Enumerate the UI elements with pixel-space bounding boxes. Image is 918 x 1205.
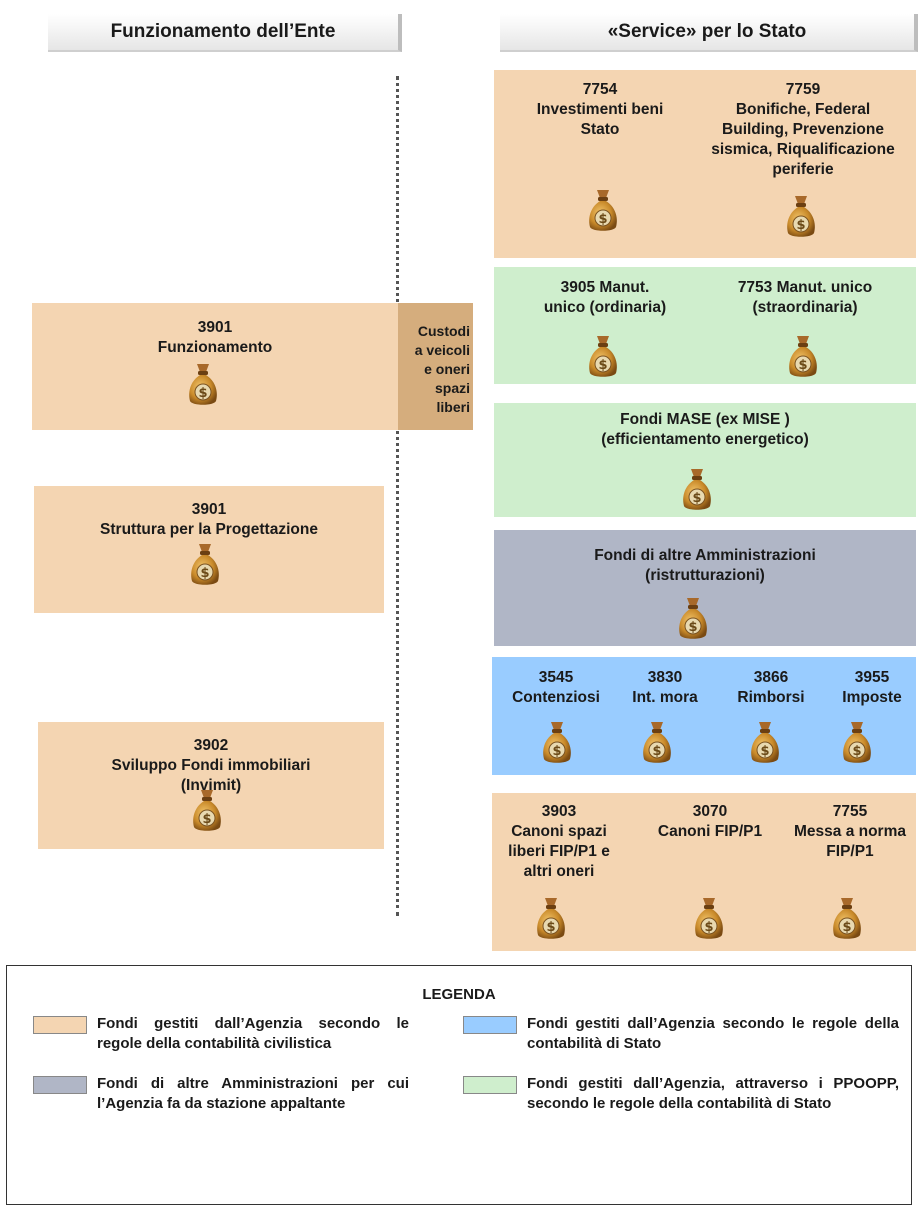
label-3901-progettazione: 3901 Struttura per la Progettazione: [100, 501, 318, 538]
legend-swatch-civilistica: [33, 1016, 87, 1034]
money-bag-icon: $: [680, 465, 714, 513]
svg-text:$: $: [202, 812, 211, 827]
money-bag-icon: $: [784, 192, 818, 240]
box-3901-progettazione: [34, 486, 384, 613]
legend-title: LEGENDA: [422, 986, 496, 1003]
header-funzionamento: Funzionamento dell’Ente: [48, 14, 402, 52]
svg-text:$: $: [692, 491, 701, 506]
label-altre: Fondi di altre Amministrazioni (ristrutt…: [594, 547, 816, 584]
svg-text:$: $: [198, 386, 207, 401]
money-bag-icon: $: [188, 540, 222, 588]
label-3866: 3866 Rimborsi: [737, 669, 805, 706]
label-3070: 3070 Canoni FIP/P1: [657, 803, 763, 840]
svg-text:$: $: [842, 920, 851, 935]
label-custodi: Custodi a veicoli e oneri spazi liberi: [414, 323, 470, 415]
label-3903: 3903 Canoni spazi liberi FIP/P1 e altri …: [508, 803, 610, 880]
label-3901-funzionamento: 3901 Funzionamento: [157, 319, 273, 356]
label-7753: 7753 Manut. unico (straordinaria): [737, 279, 873, 316]
label-3905: 3905 Manut. unico (ordinaria): [543, 279, 667, 316]
svg-text:$: $: [704, 920, 713, 935]
svg-text:$: $: [760, 744, 769, 759]
money-bag-icon: $: [540, 718, 574, 766]
box-custodi: [398, 303, 473, 430]
legend-text-stato: Fondi gestiti dall’Agenzia secondo le re…: [527, 1015, 899, 1052]
money-bag-icon: $: [640, 718, 674, 766]
label-7759: 7759 Bonifiche, Federal Building, Preven…: [711, 81, 895, 178]
svg-text:$: $: [546, 920, 555, 935]
header-service: «Service» per lo Stato: [500, 14, 918, 52]
box-3905-7753: [494, 267, 916, 384]
box-7754-7759: [494, 70, 916, 258]
svg-text:$: $: [652, 744, 661, 759]
divider-line: [396, 76, 399, 916]
svg-text:$: $: [200, 566, 209, 581]
svg-text:$: $: [688, 620, 697, 635]
legend-swatch-stato: [463, 1016, 517, 1034]
header-left-label: Funzionamento dell’Ente: [110, 21, 336, 42]
legend-text-altre-amministrazioni: Fondi di altre Amministrazioni per cui l…: [97, 1075, 409, 1112]
label-3830: 3830 Int. mora: [632, 669, 698, 706]
header-right-label: «Service» per lo Stato: [607, 21, 807, 42]
money-bag-icon: $: [830, 894, 864, 942]
svg-text:$: $: [852, 744, 861, 759]
money-bag-icon: $: [586, 332, 620, 380]
label-7755: 7755 Messa a norma FIP/P1: [794, 803, 906, 860]
legend-text-ppoopp: Fondi gestiti dall’Agenzia, attraverso i…: [527, 1075, 899, 1112]
money-bag-icon: $: [676, 594, 710, 642]
money-bag-icon: $: [692, 894, 726, 942]
label-3955: 3955 Imposte: [842, 669, 902, 706]
label-3545: 3545 Contenziosi: [512, 669, 600, 706]
label-mase: Fondi MASE (ex MISE ) (efficientamento e…: [601, 411, 809, 448]
svg-text:$: $: [552, 744, 561, 759]
box-3901-funzionamento: [32, 303, 398, 430]
money-bag-icon: $: [840, 718, 874, 766]
legend-text-civilistica: Fondi gestiti dall’Agenzia secondo le re…: [97, 1015, 409, 1052]
legend-swatch-altre-amministrazioni: [33, 1076, 87, 1094]
label-7754: 7754 Investimenti beni Stato: [536, 81, 664, 138]
money-bag-icon: $: [748, 718, 782, 766]
money-bag-icon: $: [186, 360, 220, 408]
svg-text:$: $: [598, 358, 607, 373]
legend-swatch-ppoopp: [463, 1076, 517, 1094]
money-bag-icon: $: [534, 894, 568, 942]
svg-text:$: $: [598, 212, 607, 227]
svg-text:$: $: [798, 358, 807, 373]
money-bag-icon: $: [190, 786, 224, 834]
svg-text:$: $: [796, 218, 805, 233]
money-bag-icon: $: [786, 332, 820, 380]
label-3902: 3902 Sviluppo Fondi immobiliari (Invimit…: [111, 737, 311, 794]
money-bag-icon: $: [586, 186, 620, 234]
legend: LEGENDA Fondi gestiti dall’Agenzia secon…: [6, 965, 912, 1205]
